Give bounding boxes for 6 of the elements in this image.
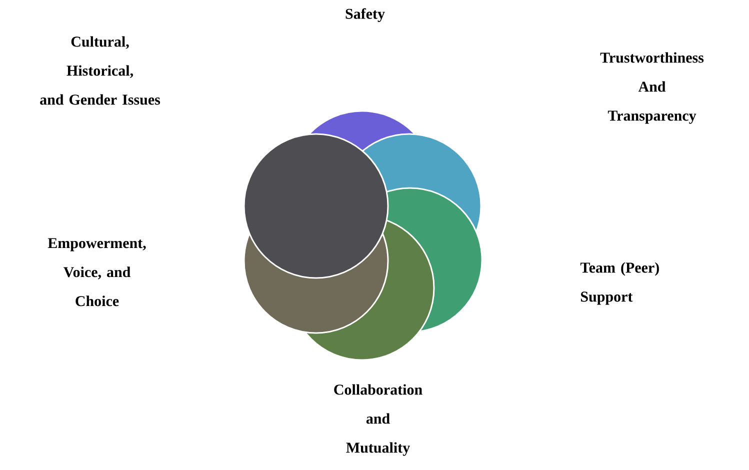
label-text: Trustworthiness And Transparency	[600, 52, 704, 124]
label-text: Team (Peer) Support	[580, 262, 659, 305]
label-text: Collaboration and Mutuality	[334, 384, 422, 456]
label-text: Empowerment, Voice, and Choice	[48, 238, 146, 306]
label-text: Safety	[346, 8, 385, 22]
label-text: Cultural, Historical, and Gender Issues	[40, 36, 160, 105]
